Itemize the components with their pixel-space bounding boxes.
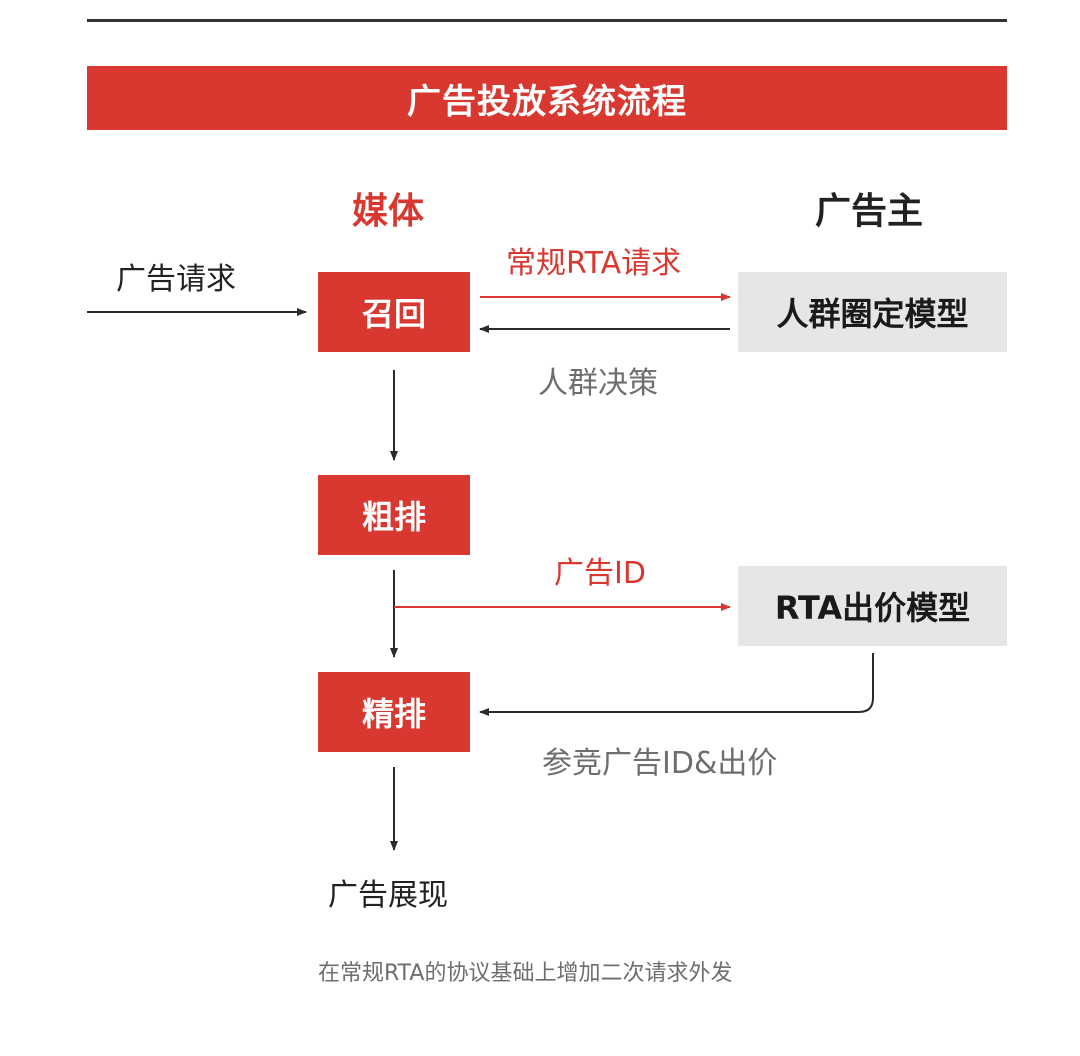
node-coarse-rank: 粗排 <box>318 475 470 555</box>
column-header-media: 媒体 <box>352 191 425 232</box>
node-bid-model: RTA出价模型 <box>738 566 1007 646</box>
node-fine-rank: 精排 <box>318 672 470 752</box>
column-header-advertiser: 广告主 <box>815 191 924 232</box>
label-rta-request: 常规RTA请求 <box>506 246 682 281</box>
label-bid-result: 参竞广告ID&出价 <box>542 746 778 781</box>
title-banner: 广告投放系统流程 <box>87 66 1007 130</box>
label-ad-display: 广告展现 <box>328 878 448 913</box>
label-ad-request: 广告请求 <box>116 262 236 297</box>
label-crowd-decision: 人群决策 <box>538 366 658 401</box>
diagram-title: 广告投放系统流程 <box>407 81 687 122</box>
node-recall: 召回 <box>318 272 470 352</box>
arrow-bid-result <box>479 653 874 716</box>
footnote: 在常规RTA的协议基础上增加二次请求外发 <box>318 961 733 986</box>
top-rule <box>87 19 1007 22</box>
node-crowd-model: 人群圈定模型 <box>738 272 1007 352</box>
label-ad-id: 广告ID <box>554 556 646 591</box>
